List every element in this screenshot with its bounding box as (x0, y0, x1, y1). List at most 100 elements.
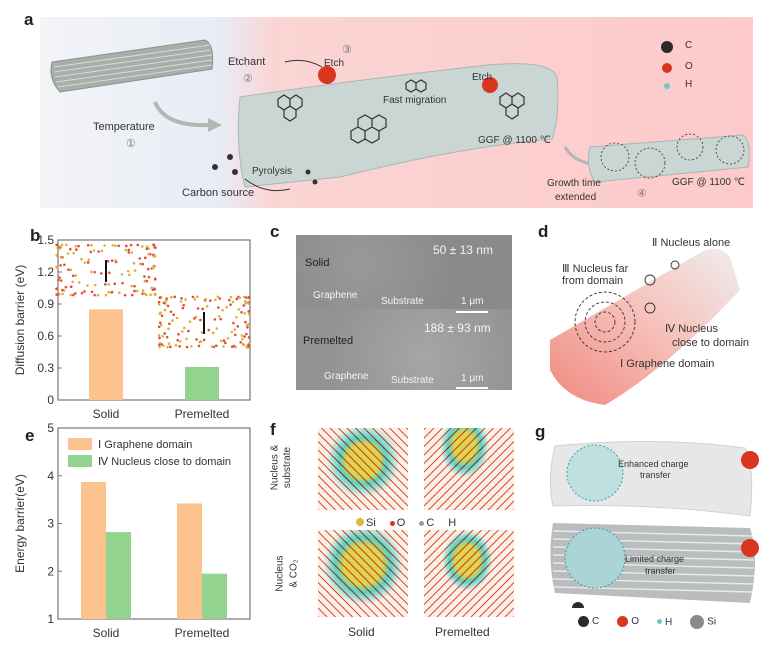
substrate-atom (241, 337, 244, 341)
y-tick-label: 0 (47, 393, 54, 407)
sem-substrate-label-1: Substrate (381, 296, 424, 307)
substrate-atom (195, 338, 198, 341)
substrate-atom (140, 245, 144, 248)
substrate-atom (196, 307, 200, 310)
substrate-atom (124, 248, 128, 252)
o-atom-icon (389, 521, 395, 526)
substrate-atom (145, 279, 149, 283)
substrate-atom (71, 274, 75, 278)
substrate-atom (69, 285, 73, 288)
sem-substrate-label-2: Substrate (391, 375, 434, 386)
substrate-atom (235, 297, 239, 301)
x-tick-label: Solid (93, 407, 120, 420)
temperature-label: Temperature (93, 121, 155, 133)
panel-label-c: c (270, 222, 280, 241)
legend-h-label: H (448, 517, 457, 529)
substrate-atom (204, 297, 208, 301)
substrate-atom (188, 320, 192, 323)
substrate-atom (184, 298, 187, 301)
substrate-atom (157, 334, 161, 337)
substrate-atom (75, 248, 78, 251)
sem-solid-half (296, 235, 512, 309)
substrate-atom (56, 246, 59, 250)
legend-o-label: O (685, 61, 693, 72)
substrate-atom (151, 288, 155, 291)
substrate-atom (161, 334, 164, 338)
substrate-atom (74, 274, 78, 277)
y-tick-label: 0.3 (37, 361, 54, 375)
legend-swatch (68, 455, 92, 467)
premelted-substrate-rod (237, 63, 559, 188)
panel-label-g: g (535, 422, 546, 441)
substrate-atom (187, 329, 190, 333)
substrate-atom (147, 252, 150, 256)
bar-premelted-series-1 (177, 503, 202, 619)
substrate-atom (217, 306, 220, 309)
substrate-atom (229, 295, 233, 299)
substrate-atom (92, 249, 96, 252)
cdd-premelted-substrate (424, 428, 514, 510)
substrate-atom (83, 290, 86, 293)
substrate-atom (205, 305, 209, 308)
substrate-atom (247, 322, 250, 326)
label-nucleus-far-2: from domain (562, 275, 624, 287)
nucleation-site-schematic (550, 248, 740, 405)
substrate-atom (55, 243, 58, 247)
substrate-atom (240, 310, 243, 314)
scale-bar-2 (456, 387, 488, 389)
substrate-atom (151, 266, 155, 270)
substrate-atom (69, 268, 73, 272)
substrate-atom (244, 301, 248, 305)
si-atom-icon (356, 518, 364, 526)
carbon-source-label: Carbon source (182, 187, 255, 199)
atom-legend-f: Si O C H (356, 517, 456, 529)
oxygen-etchant-molecule (318, 66, 336, 84)
enhanced-charge-label-2: transfer (640, 470, 671, 480)
substrate-atom (87, 258, 91, 262)
substrate-atom (138, 257, 142, 260)
sem-solid-size: 50 ± 13 nm (433, 243, 493, 257)
substrate-atom (170, 295, 173, 299)
sem-premelted-size: 188 ± 93 nm (424, 321, 491, 335)
legend-label: Ⅰ Graphene domain (98, 439, 192, 451)
row-label-nucleus-substrate-2: substrate (282, 446, 294, 489)
substrate-atom (146, 267, 150, 271)
y-axis-label: Diffusion barrier (eV) (13, 265, 27, 375)
substrate-atom (135, 289, 139, 293)
limited-charge-label-2: transfer (645, 566, 676, 576)
substrate-atom (56, 293, 59, 296)
substrate-atom (113, 282, 117, 286)
substrate-atom (71, 293, 75, 297)
substrate-atom (231, 300, 235, 304)
etch-label-2: Etch (472, 72, 493, 83)
substrate-atom (55, 287, 58, 291)
substrate-atom (243, 312, 247, 315)
ggf-label-1: GGF @ 1100 ℃ (478, 135, 551, 146)
substrate-atom (77, 244, 80, 248)
y-tick-label: 5 (47, 421, 54, 435)
legend-si: Si (356, 517, 376, 529)
c-atom-icon (578, 616, 589, 628)
substrate-atom (111, 244, 115, 247)
label-nucleus-far-1: Ⅲ Nucleus far (562, 263, 629, 275)
substrate-atom (228, 298, 231, 302)
cdd-solid-co2 (318, 530, 408, 617)
substrate-atom (226, 337, 230, 340)
legend-c: C (419, 517, 434, 529)
substrate-atom (153, 277, 157, 281)
etchant-label: Etchant (228, 56, 266, 68)
substrate-atom (163, 308, 167, 312)
substrate-atom (158, 296, 162, 299)
substrate-atom (133, 289, 136, 293)
legend-g-o-label: O (631, 616, 640, 628)
legend-o-label: O (396, 517, 406, 529)
oxygen-molecule-bottom (741, 539, 759, 557)
substrate-atom (71, 280, 75, 284)
substrate-atom (165, 297, 168, 300)
substrate-atom (247, 343, 251, 347)
substrate-atom (58, 276, 61, 279)
panel-a-schematic: Temperature ① Etchant ② ③ Etch Etch Fast… (40, 17, 753, 208)
substrate-atom (208, 299, 212, 302)
sem-scale-1: 1 μm (461, 296, 484, 307)
substrate-atom (99, 272, 103, 275)
